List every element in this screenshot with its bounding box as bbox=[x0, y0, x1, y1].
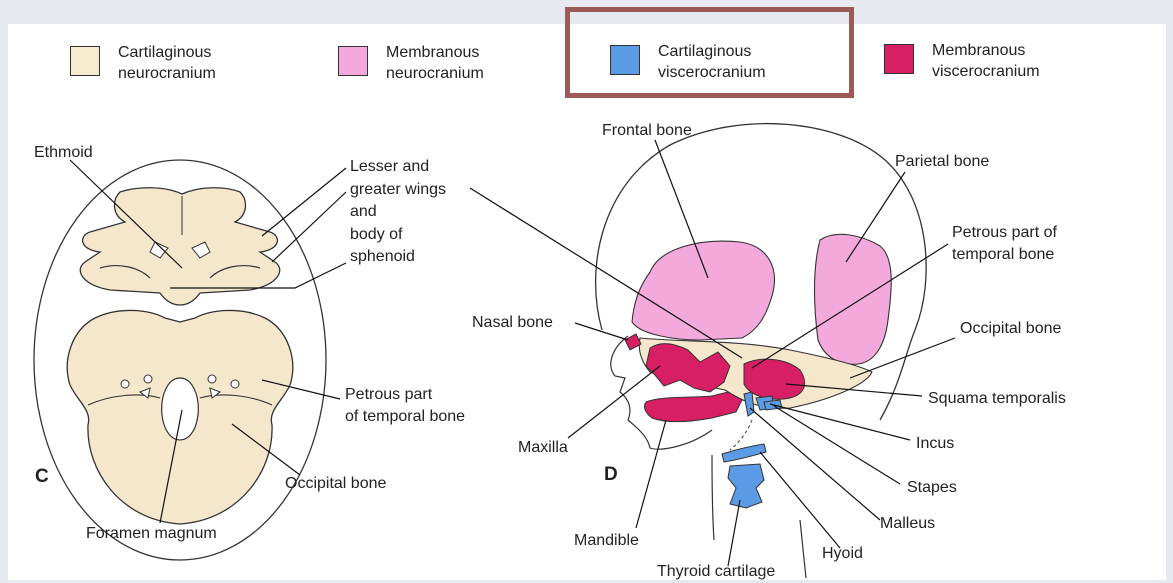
legend-label: Cartilaginous neurocranium bbox=[118, 42, 216, 84]
legend-label: Membranous neurocranium bbox=[386, 42, 484, 84]
label-occipital-d: Occipital bone bbox=[960, 318, 1061, 340]
legend-label: Membranous viscerocranium bbox=[932, 40, 1040, 82]
label-foramen-magnum: Foramen magnum bbox=[86, 523, 217, 545]
panel-c-drawing bbox=[34, 160, 346, 560]
label-petrous-d: Petrous part of temporal bone bbox=[952, 222, 1057, 266]
label-squama-temporalis: Squama temporalis bbox=[928, 388, 1066, 410]
parietal-bone-shape bbox=[815, 234, 892, 364]
label-nasal: Nasal bone bbox=[472, 312, 553, 334]
legend-swatch bbox=[884, 44, 914, 74]
panel-d-drawing bbox=[470, 124, 955, 578]
hyoid-shape bbox=[722, 444, 766, 462]
highlight-frame bbox=[565, 7, 854, 98]
panel-letter-d: D bbox=[604, 464, 618, 486]
label-ethmoid: Ethmoid bbox=[34, 142, 93, 164]
label-maxilla: Maxilla bbox=[518, 437, 568, 459]
legend-item-membranous-neurocranium: Membranous neurocranium bbox=[338, 42, 484, 84]
legend-swatch bbox=[338, 46, 368, 76]
label-mandible: Mandible bbox=[574, 530, 639, 552]
label-petrous-c: Petrous part of temporal bone bbox=[345, 384, 465, 428]
legend-item-membranous-viscerocranium: Membranous viscerocranium bbox=[884, 40, 1040, 82]
legend-swatch bbox=[70, 46, 100, 76]
frontal-bone-shape bbox=[632, 241, 774, 340]
panel-letter-c: C bbox=[35, 466, 49, 488]
malleus-shape bbox=[744, 392, 754, 416]
mandible-shape bbox=[644, 392, 742, 422]
legend-item-cartilaginous-neurocranium: Cartilaginous neurocranium bbox=[70, 42, 216, 84]
label-sphenoid-wings: Lesser and greater wings and body of sph… bbox=[350, 156, 446, 269]
foramen-magnum-shape bbox=[162, 378, 199, 440]
label-frontal: Frontal bone bbox=[602, 120, 692, 142]
label-stapes: Stapes bbox=[907, 477, 957, 499]
label-occipital-c: Occipital bone bbox=[285, 473, 386, 495]
label-parietal: Parietal bone bbox=[895, 151, 989, 173]
label-malleus: Malleus bbox=[880, 513, 935, 535]
label-hyoid: Hyoid bbox=[822, 543, 863, 565]
thyroid-cartilage-shape bbox=[728, 464, 764, 508]
label-incus: Incus bbox=[916, 433, 954, 455]
